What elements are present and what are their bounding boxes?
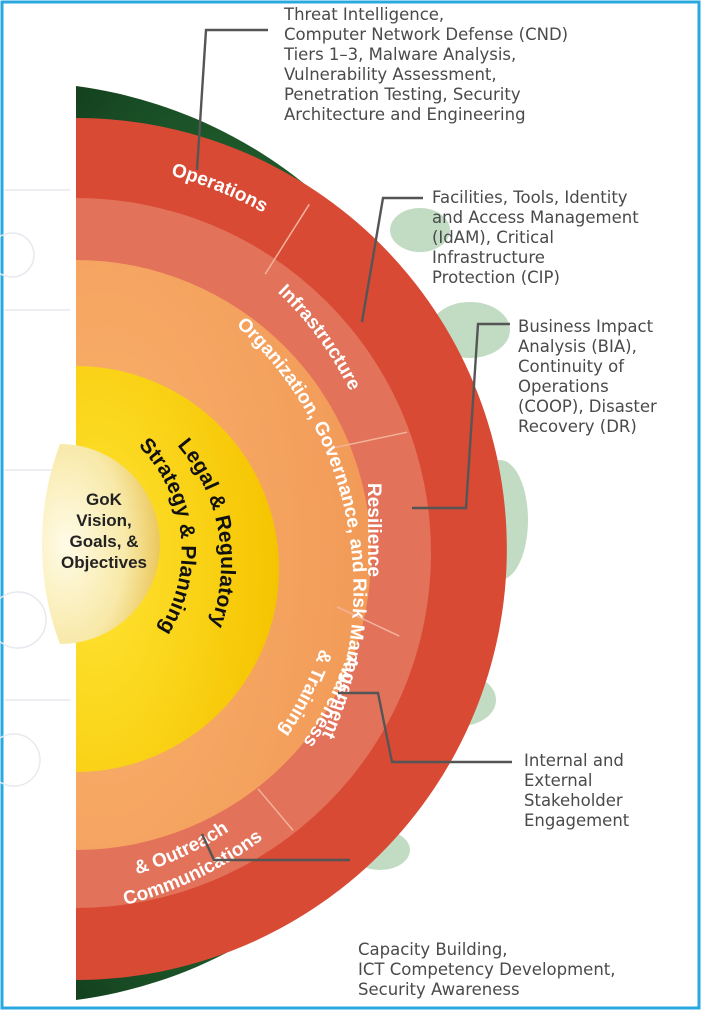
core-label: GoK Vision, Goals, & Objectives	[61, 490, 147, 572]
leader-operations	[195, 28, 268, 171]
annotation-line: Operations	[518, 377, 609, 396]
core-circle	[42, 444, 160, 644]
core-line: GoK	[86, 490, 123, 509]
annotation-line: ICT Competency Development,	[358, 960, 616, 979]
annotation-line: Infrastructure	[432, 248, 545, 267]
segment-resilience: Resilience	[363, 483, 384, 577]
leader-awareness	[338, 691, 512, 764]
annotation-line: Tiers 1–3, Malware Analysis,	[283, 45, 516, 64]
annotation-line: (IdAM), Critical	[432, 228, 554, 247]
annotation-line: Internal and	[524, 751, 624, 770]
background-decoration	[0, 189, 70, 787]
annotation-line: Threat Intelligence,	[283, 5, 444, 24]
leader-resilience	[412, 322, 510, 510]
annotation-operations: Threat Intelligence, Computer Network De…	[283, 5, 568, 124]
core-line: Goals, &	[70, 532, 139, 551]
annotation-line: Engagement	[524, 811, 630, 830]
annotation-line: Penetration Testing, Security	[284, 85, 521, 104]
annotation-line: Analysis (BIA),	[518, 337, 637, 356]
leader-infrastructure	[360, 196, 423, 323]
segment-dividers	[257, 203, 408, 831]
annotation-line: Capacity Building,	[358, 940, 508, 959]
annotation-resilience: Business Impact Analysis (BIA), Continui…	[518, 317, 657, 436]
annotation-line: Security Awareness	[358, 980, 520, 999]
annotation-line: (COOP), Disaster	[518, 397, 657, 416]
annotation-line: Facilities, Tools, Identity	[432, 188, 628, 207]
annotation-line: Stakeholder	[524, 791, 623, 810]
annotation-line: Protection (CIP)	[432, 268, 560, 287]
annotation-line: Vulnerability Assessment,	[284, 65, 497, 84]
core-line: Objectives	[61, 553, 147, 572]
annotation-line: Business Impact	[518, 317, 654, 336]
strategy-ring	[76, 366, 279, 772]
annotation-line: Recovery (DR)	[518, 417, 637, 436]
annotation-line: External	[524, 771, 592, 790]
annotation-awareness: Internal and External Stakeholder Engage…	[524, 751, 630, 830]
annotation-infrastructure: Facilities, Tools, Identity and Access M…	[432, 188, 639, 287]
core-line: Vision,	[76, 511, 131, 530]
annotation-communications: Capacity Building, ICT Competency Develo…	[358, 940, 616, 999]
leader-communications	[200, 833, 350, 862]
annotation-line: Continuity of	[518, 357, 625, 376]
annotation-line: Computer Network Defense (CND)	[284, 25, 568, 44]
annotation-line: Architecture and Engineering	[284, 105, 526, 124]
annotation-line: and Access Management	[432, 208, 639, 227]
